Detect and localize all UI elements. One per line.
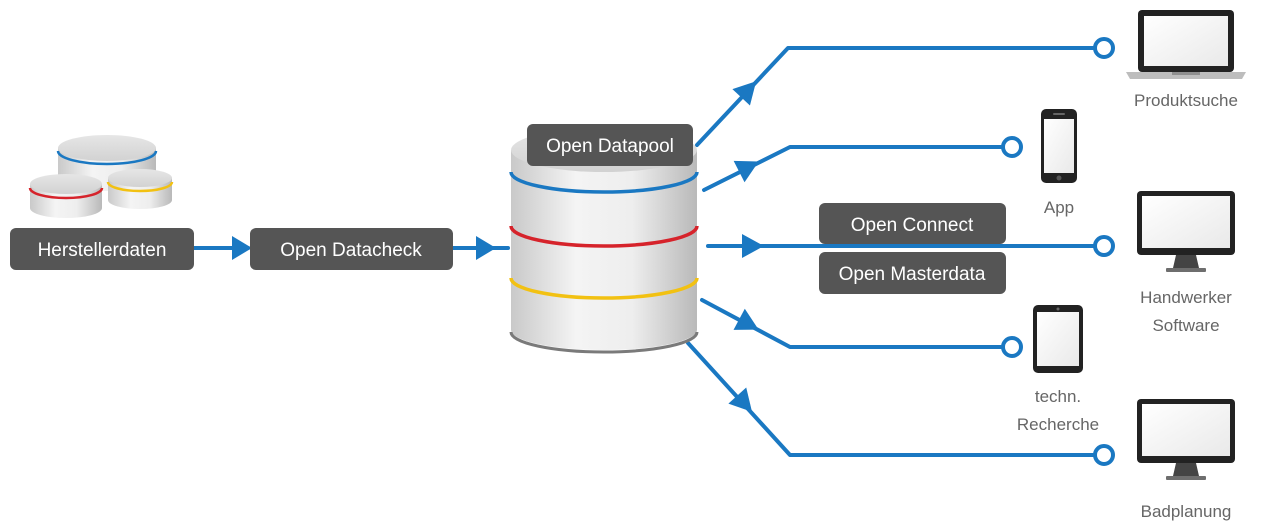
pill-open-datacheck: Open Datacheck [250, 228, 453, 270]
arrowhead-recherche [733, 308, 759, 330]
arrowhead-produktsuche [732, 81, 757, 106]
endpoint-recherche [1001, 336, 1023, 358]
ring-blue [509, 171, 699, 194]
tablet-icon [1033, 305, 1083, 373]
flow-line-app [702, 145, 1005, 192]
monitor-icon-handwerker [1137, 191, 1235, 272]
endpoint-produktsuche [1093, 37, 1115, 59]
pill-herstellerdaten: Herstellerdaten [10, 228, 194, 270]
arrowhead-check [476, 236, 496, 260]
caption-app: App [1044, 198, 1074, 217]
caption-handwerker-line2: Software [1152, 316, 1219, 335]
flow-connectors [190, 46, 1097, 457]
caption-recherche-line1: techn. [1035, 387, 1081, 406]
flow-endpoints [1001, 37, 1115, 466]
caption-produktsuche: Produktsuche [1134, 91, 1238, 110]
flow-line-badplanung [686, 341, 1097, 457]
arrowhead-sources [232, 236, 252, 260]
pill-open-connect: Open Connect [819, 203, 1006, 244]
smartphone-icon [1041, 109, 1077, 183]
arrowhead-app [733, 160, 759, 183]
arrowhead-badplanung [728, 387, 753, 412]
ring-red [509, 225, 699, 248]
endpoint-app [1001, 136, 1023, 158]
pill-open-datacheck-label: Open Datacheck [280, 240, 422, 261]
pill-herstellerdaten-label: Herstellerdaten [38, 240, 167, 261]
pill-open-connect-label: Open Connect [851, 215, 974, 236]
pill-open-datapool-label: Open Datapool [546, 136, 674, 157]
monitor-icon-badplanung [1137, 399, 1235, 480]
endpoint-badplanung [1093, 444, 1115, 466]
caption-handwerker-line1: Handwerker [1140, 288, 1232, 307]
pill-open-masterdata-label: Open Masterdata [839, 264, 986, 285]
flow-arrowheads [232, 81, 764, 412]
flow-line-produktsuche [695, 46, 1097, 147]
caption-recherche-line2: Recherche [1017, 415, 1099, 434]
endpoint-handwerker [1093, 235, 1115, 257]
laptop-icon [1126, 10, 1246, 79]
arrowhead-handwerker [742, 234, 764, 258]
ring-yellow [509, 277, 699, 300]
pill-open-masterdata: Open Masterdata [819, 252, 1006, 294]
caption-badplanung: Badplanung [1141, 502, 1232, 521]
pill-open-datapool: Open Datapool [527, 124, 693, 166]
database-stack-icon [28, 135, 174, 218]
flow-line-recherche [700, 298, 1005, 349]
